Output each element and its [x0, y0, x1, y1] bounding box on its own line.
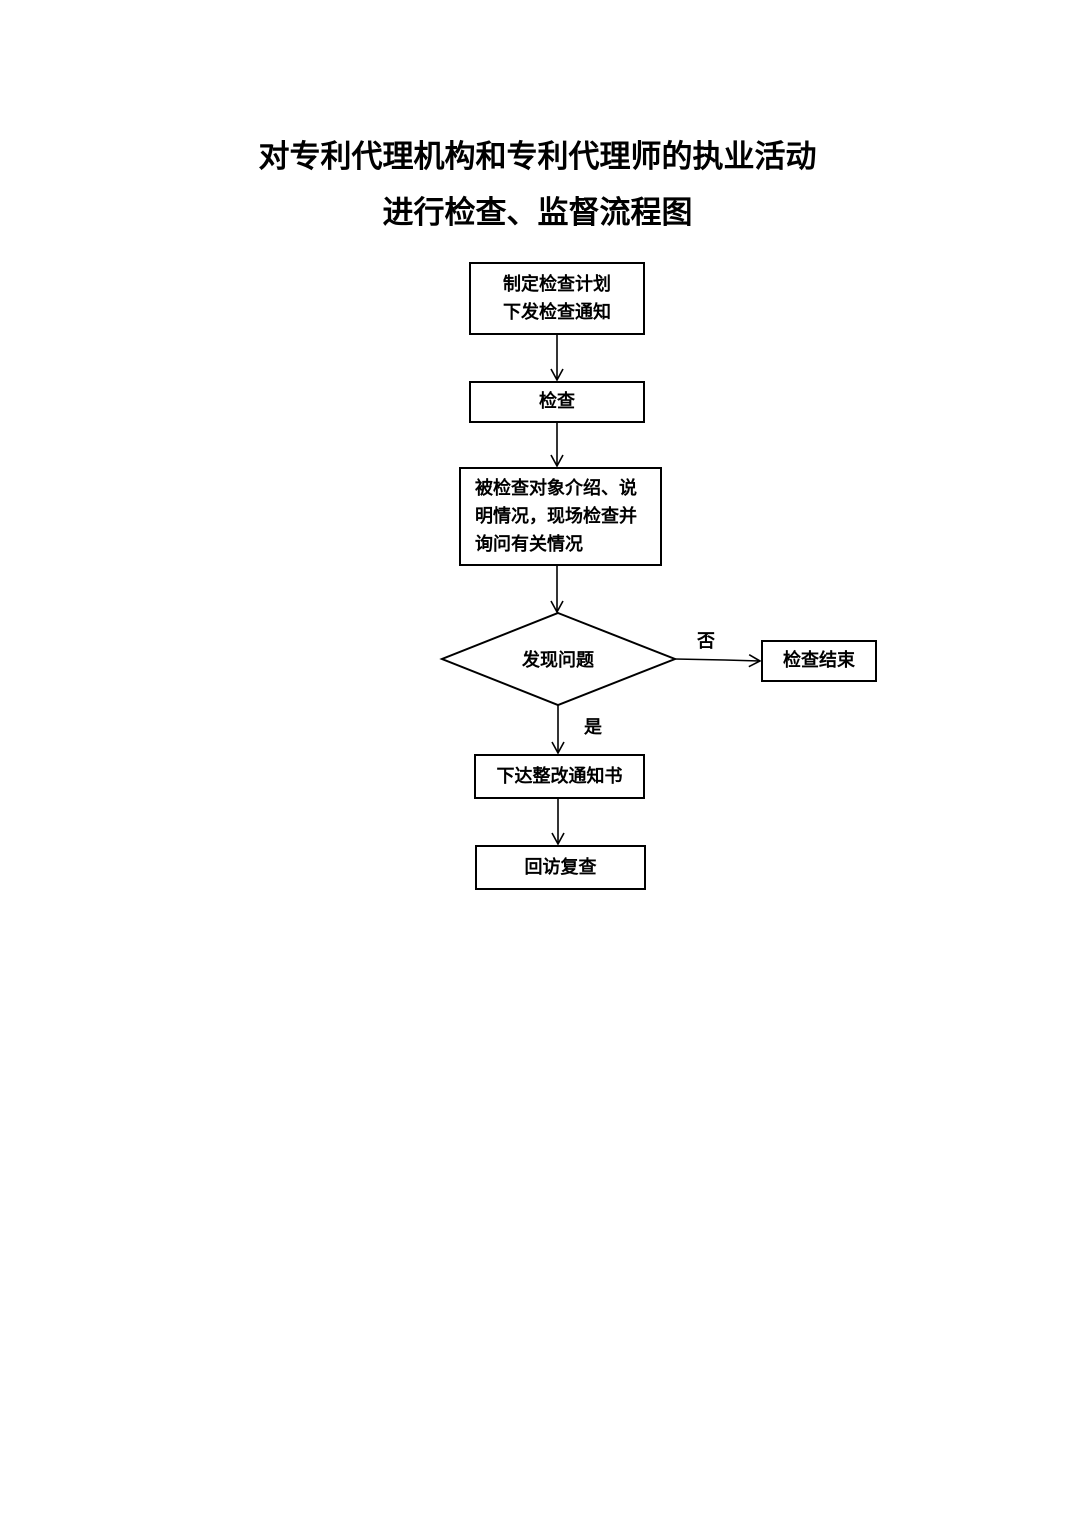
node-intro-line-3: 询问有关情况 [475, 533, 583, 555]
node-check: 检查 [469, 381, 645, 423]
node-intro-line-1: 被检查对象介绍、说 [475, 477, 637, 499]
node-intro-line-2: 明情况，现场检查并 [475, 505, 637, 527]
node-revisit: 回访复查 [475, 845, 646, 890]
arrow-decision-to-end [674, 653, 762, 668]
node-intro: 被检查对象介绍、说 明情况，现场检查并 询问有关情况 [459, 467, 662, 566]
node-revisit-label: 回访复查 [524, 856, 597, 878]
node-plan-line-2: 下发检查通知 [503, 301, 611, 323]
node-notice-label: 下达整改通知书 [496, 765, 623, 787]
node-end: 检查结束 [761, 640, 877, 682]
node-notice: 下达整改通知书 [474, 754, 645, 799]
node-decision-label: 发现问题 [522, 650, 594, 671]
node-plan: 制定检查计划 下发检查通知 [469, 262, 645, 335]
edge-label-no: 否 [697, 631, 715, 652]
node-end-label: 检查结束 [783, 650, 855, 671]
edge-label-yes: 是 [584, 717, 602, 738]
node-check-label: 检查 [539, 391, 575, 412]
page-title: 对专利代理机构和专利代理师的执业活动 [258, 139, 817, 175]
page-subtitle: 进行检查、监督流程图 [382, 195, 693, 231]
node-plan-line-1: 制定检查计划 [503, 273, 611, 295]
